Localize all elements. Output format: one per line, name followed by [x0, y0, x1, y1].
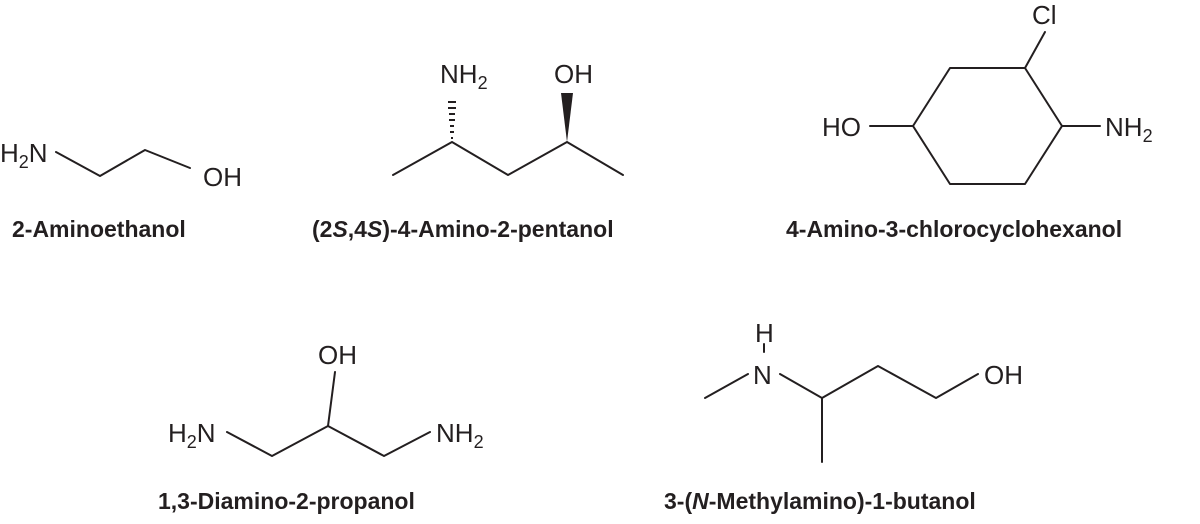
hashed-wedge-bond — [448, 101, 456, 139]
methyl-bond — [704, 373, 749, 399]
caption-diamino-propanol: 1,3-Diamino-2-propanol — [158, 488, 415, 514]
chloro-bond — [1024, 31, 1046, 69]
hydroxyl-group-label: OH — [203, 162, 242, 192]
caption-2-aminoethanol: 2-Aminoethanol — [12, 216, 186, 242]
hydroxyl-group-label: OH — [554, 59, 593, 89]
compound-diamino-propanol-structure: OH H2N NH2 — [168, 340, 484, 457]
amino-group-label: H2N — [0, 138, 48, 172]
cyclohexane-ring-bonds — [912, 67, 1063, 185]
hydroxyl-group-label: OH — [318, 340, 357, 370]
hydroxyl-group-label: HO — [822, 112, 861, 142]
caption-methylamino-butanol: 3-(N-Methylamino)-1-butanol — [664, 488, 976, 514]
amino-group-label: NH2 — [440, 59, 488, 93]
hydroxyl-bond — [327, 371, 336, 427]
carbon-chain-bonds — [779, 365, 979, 399]
nitrogen-label: N — [753, 360, 772, 390]
chloro-label: Cl — [1032, 0, 1057, 30]
carbon-chain-bonds — [226, 425, 431, 457]
amino-group-left-label: H2N — [168, 418, 216, 452]
caption-amino-pentanol: (2S,4S)-4-Amino-2-pentanol — [312, 216, 614, 242]
hydrogen-label: H — [755, 318, 774, 348]
compound-2-aminoethanol-structure: H2N OH — [0, 138, 242, 192]
carbon-chain-bonds — [55, 149, 191, 177]
amino-group-right-label: NH2 — [436, 418, 484, 452]
solid-wedge-bond — [561, 93, 573, 142]
compound-amino-pentanol-structure: NH2 OH — [392, 59, 624, 176]
carbon-chain-bonds — [392, 141, 624, 176]
compound-methylamino-butanol-structure: H N OH — [704, 318, 1023, 463]
hydroxyl-group-label: OH — [984, 360, 1023, 390]
amino-group-label: NH2 — [1105, 112, 1153, 146]
caption-amino-chlorocyclohexanol: 4-Amino-3-chlorocyclohexanol — [786, 216, 1123, 242]
compound-amino-chlorocyclohexanol-structure: Cl HO NH2 — [822, 0, 1153, 185]
